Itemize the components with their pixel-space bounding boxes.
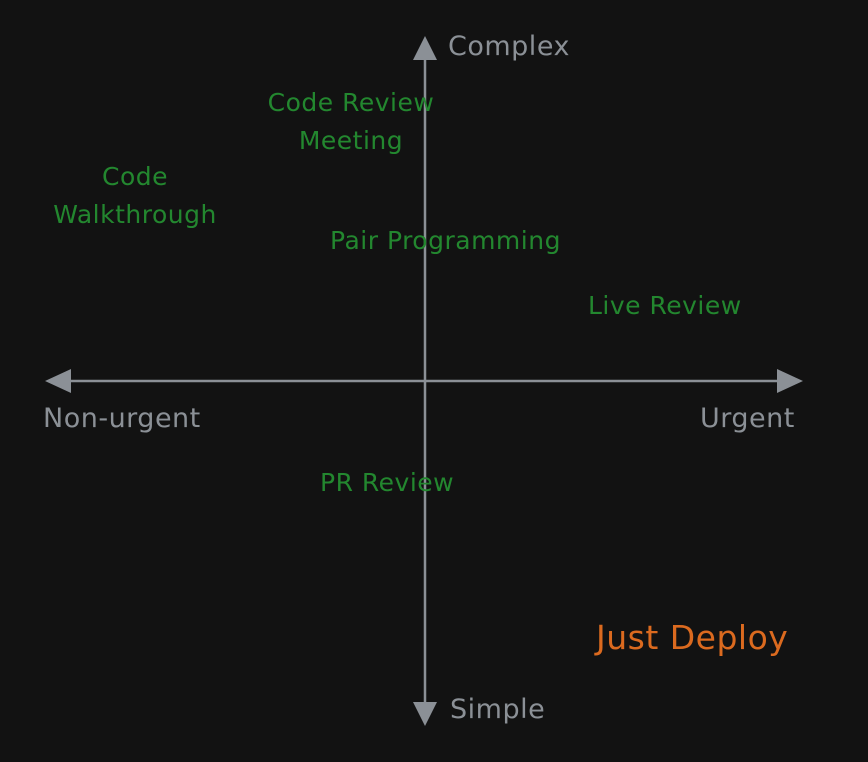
item-code-walkthrough-line-1: Code — [101, 162, 168, 191]
axis-label-urgent: Urgent — [700, 403, 795, 434]
item-just-deploy: Just Deploy — [596, 618, 789, 657]
item-live-review: Live Review — [588, 291, 742, 320]
arrow-down-icon — [413, 702, 437, 726]
axis-label-non-urgent: Non-urgent — [43, 403, 201, 434]
arrow-right-icon — [777, 369, 803, 393]
item-pr-review: PR Review — [320, 468, 455, 497]
item-code-review-meeting: Code Review Meeting — [250, 84, 452, 160]
axis-label-simple: Simple — [450, 694, 546, 725]
item-code-review-meeting-line-2: Meeting — [298, 126, 404, 155]
item-pair-programming: Pair Programming — [330, 226, 561, 255]
arrow-left-icon — [45, 369, 71, 393]
item-code-review-meeting-line-1: Code Review — [267, 88, 435, 117]
axis-label-complex: Complex — [448, 31, 570, 62]
item-code-walkthrough-line-2: Walkthrough — [53, 200, 217, 229]
item-code-walkthrough: Code Walkthrough — [40, 158, 230, 234]
arrow-up-icon — [413, 36, 437, 60]
